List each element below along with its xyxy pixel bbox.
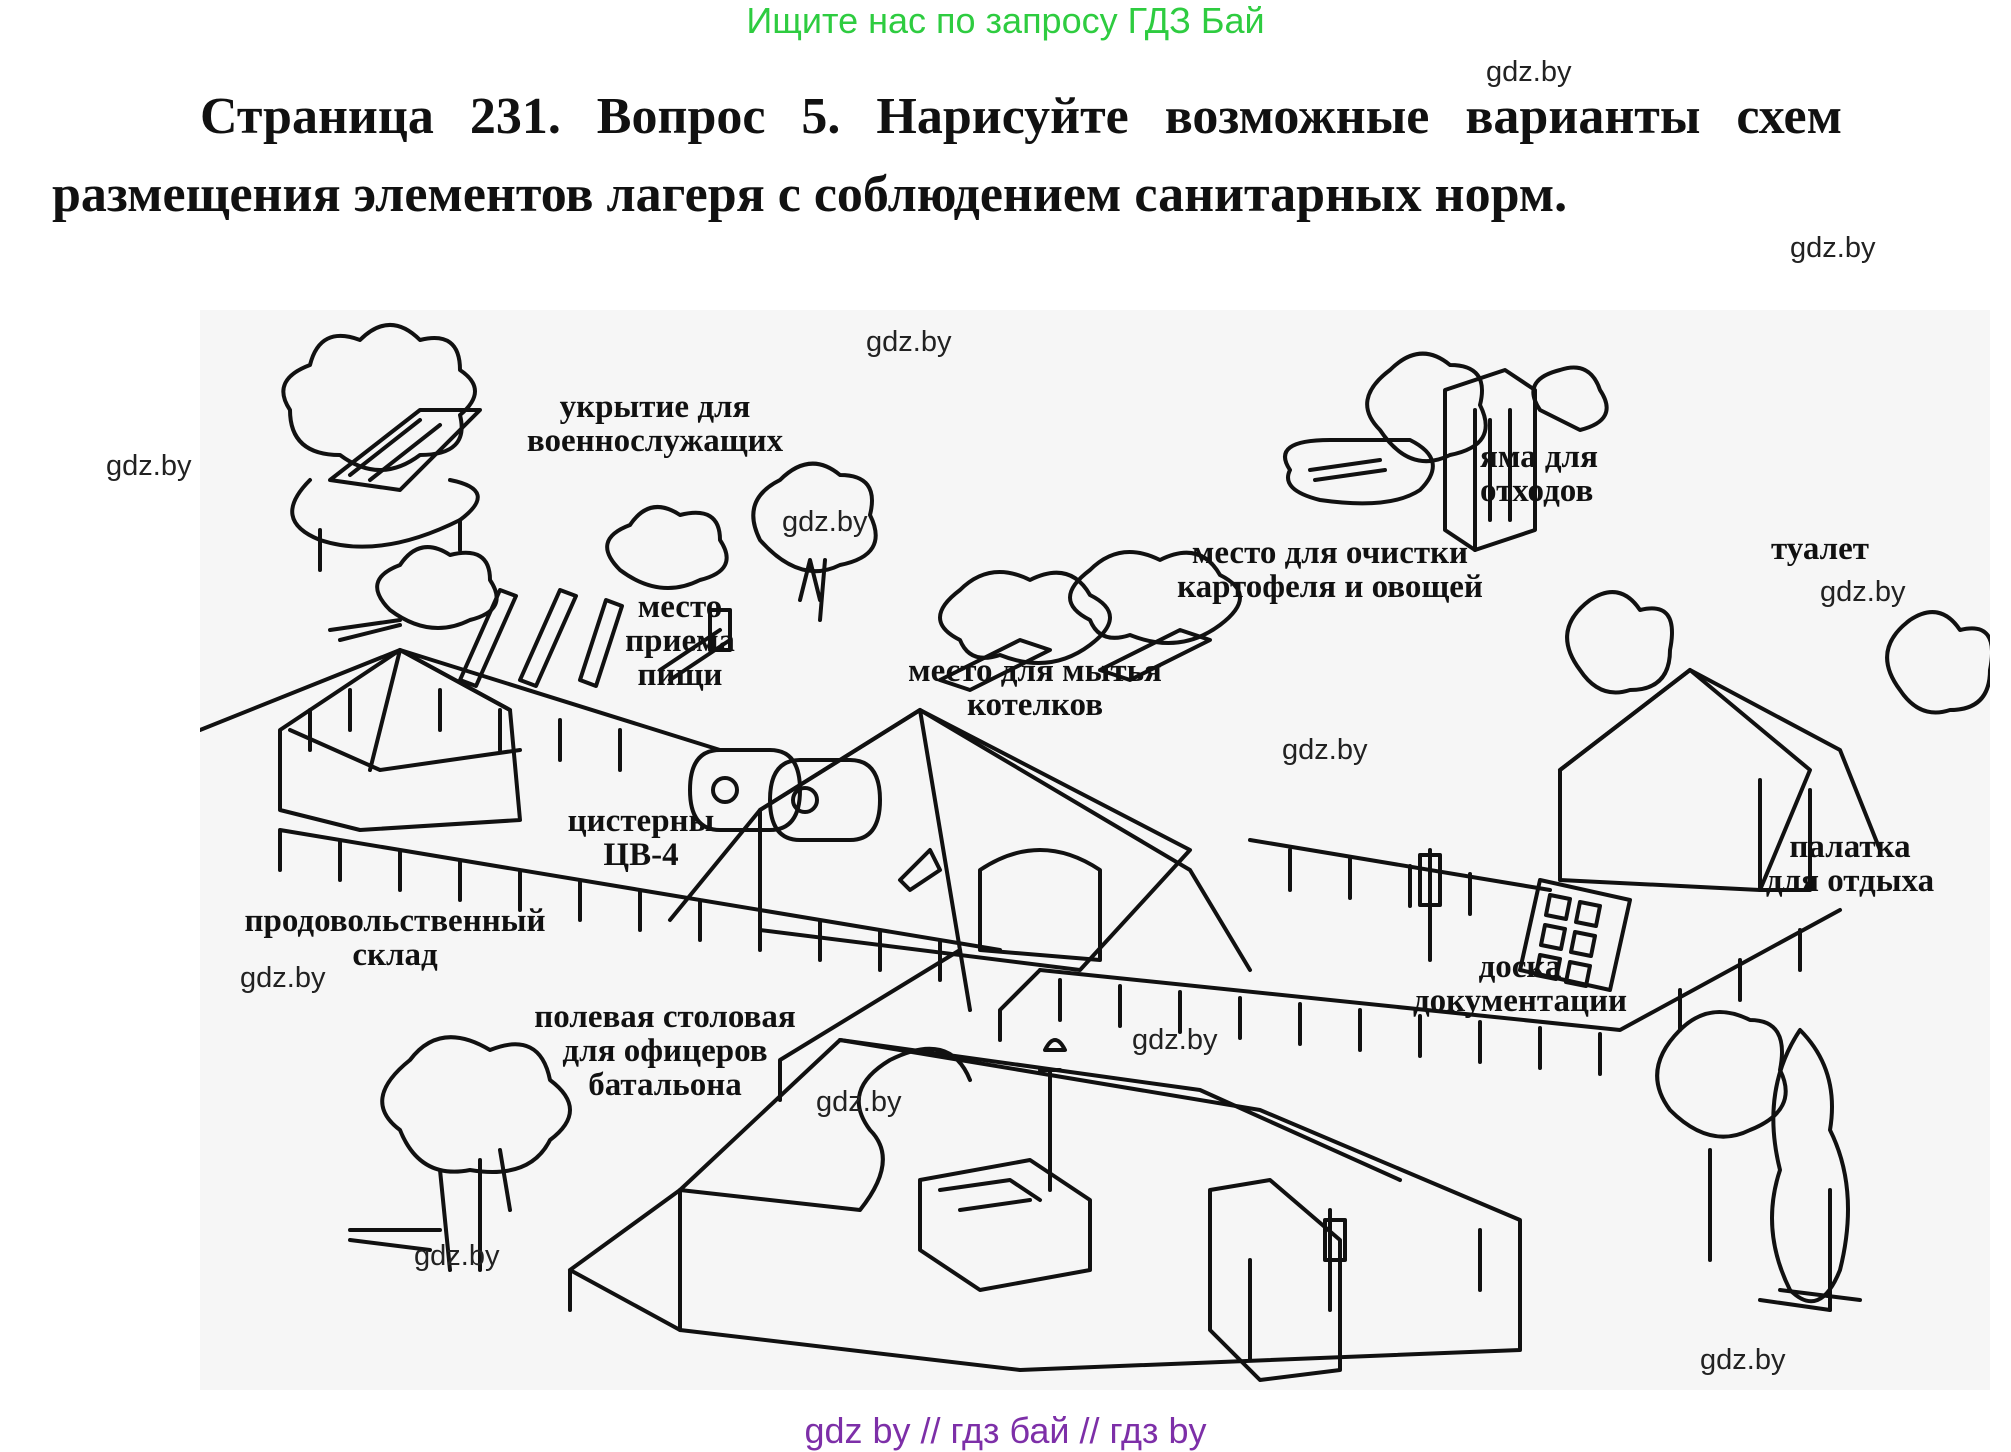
bottom-trees: [348, 1010, 1862, 1312]
toilet-group: [1283, 351, 1609, 552]
label-pot-wash: место для мытья котелков: [908, 653, 1162, 723]
watermark: gdz.by: [782, 506, 868, 538]
camp-drawing: [198, 323, 1994, 1382]
camp-illustration: укрытие для военнослужащих место приема …: [198, 310, 1994, 1390]
fences: [278, 828, 1842, 1102]
docboard-group: [1418, 848, 1632, 992]
label-toilet: туалет: [1770, 531, 1869, 567]
veg-group: [938, 550, 1242, 692]
question-text: Страница 231. Вопрос 5. Нарисуйте возмож…: [52, 88, 1842, 223]
tanks-group: [688, 748, 882, 842]
foodstore-tent: [198, 648, 722, 832]
watermark: gdz.by: [240, 962, 326, 994]
watermark: gdz.by: [1820, 576, 1906, 608]
label-tanks: цистерны ЦВ-4: [567, 803, 715, 873]
watermark: gdz.by: [414, 1240, 500, 1272]
rest-tent: [1558, 590, 1994, 892]
central-tent: [668, 708, 1252, 1012]
watermark: gdz.by: [1282, 734, 1368, 766]
label-food-store: продовольственный склад: [244, 903, 546, 973]
watermark: gdz.by: [1486, 56, 1572, 88]
label-waste-pit: яма для отходов: [1480, 439, 1598, 509]
label-doc-board: доска документации: [1412, 949, 1628, 1019]
watermark: gdz.by: [106, 450, 192, 482]
label-shelter: укрытие для военнослужащих: [526, 389, 784, 459]
footer-links[interactable]: gdz by // гдз бай // гдз by: [804, 1410, 1207, 1451]
watermark: gdz.by: [1132, 1024, 1218, 1056]
label-veg-place: место для очистки картофеля и овощей: [1177, 535, 1483, 605]
label-canteen: полевая столовая для офицеров батальона: [534, 999, 796, 1103]
potwash-group: [658, 461, 878, 682]
watermark: gdz.by: [816, 1086, 902, 1118]
canteen-tent: [568, 1038, 1522, 1382]
label-meal-place: место приема пищи: [625, 589, 735, 693]
shelter-group: [281, 323, 482, 572]
meal-group: [328, 505, 729, 688]
watermark: gdz.by: [1700, 1344, 1786, 1376]
watermark: gdz.by: [866, 326, 952, 358]
watermark: gdz.by: [1790, 232, 1876, 264]
label-rest-tent: палатка для отдыха: [1765, 829, 1935, 899]
top-banner[interactable]: Ищите нас по запросу ГДЗ Бай: [746, 0, 1265, 41]
